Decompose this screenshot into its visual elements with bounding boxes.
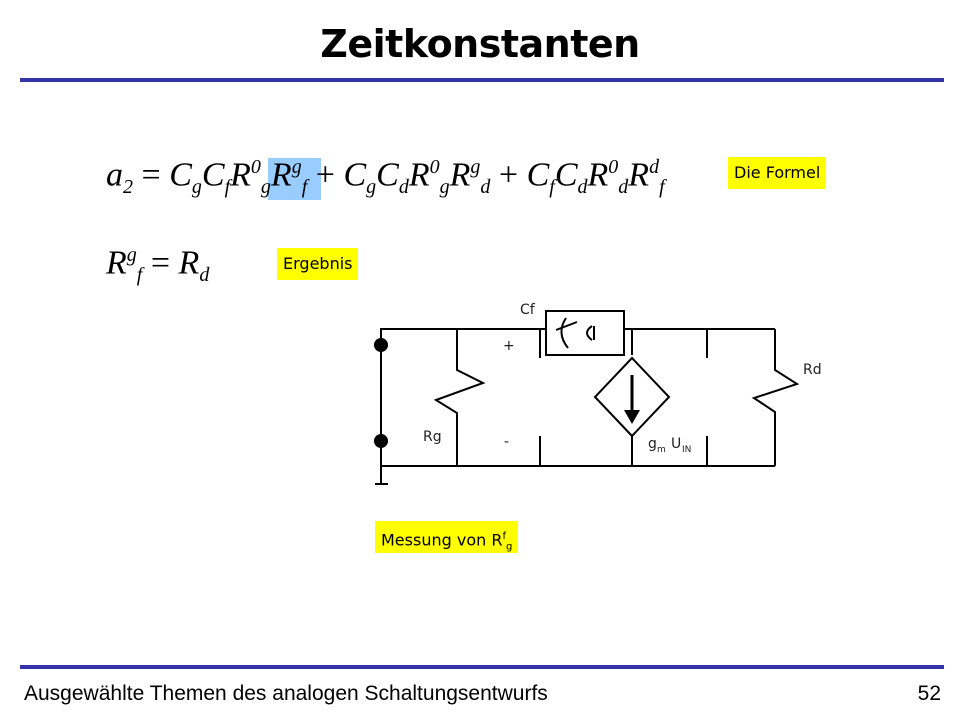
die-formel-label: Die Formel xyxy=(728,157,827,189)
gm-label: g xyxy=(648,436,657,452)
cf-label: Cf xyxy=(520,302,536,318)
rg-label: Rg xyxy=(423,429,442,445)
slide-title: Zeitkonstanten xyxy=(320,22,640,66)
uin-label: U xyxy=(671,436,681,452)
probe-dot-bottom xyxy=(374,434,388,448)
gm-subscript: m xyxy=(657,445,666,455)
plus-sign: + xyxy=(503,338,515,354)
formula-highlight xyxy=(268,158,321,200)
page-number: 52 xyxy=(917,682,941,705)
probe-dot-top xyxy=(374,338,388,352)
footer-divider xyxy=(20,665,944,669)
ergebnis-label: Ergebnis xyxy=(277,248,359,280)
formula-result: Rgf = Rd xyxy=(106,244,210,287)
uin-subscript: IN xyxy=(682,445,691,455)
rd-label: Rd xyxy=(803,362,822,378)
messung-label: Messung von Rfg xyxy=(375,521,519,553)
minus-sign: - xyxy=(504,434,509,450)
formula-main: a2 = CgCfR0gRgf + CgCdR0gRgd + CfCdR0dRd… xyxy=(106,156,665,199)
title-divider xyxy=(20,78,944,82)
footer-course-title: Ausgewählte Themen des analogen Schaltun… xyxy=(24,682,548,705)
